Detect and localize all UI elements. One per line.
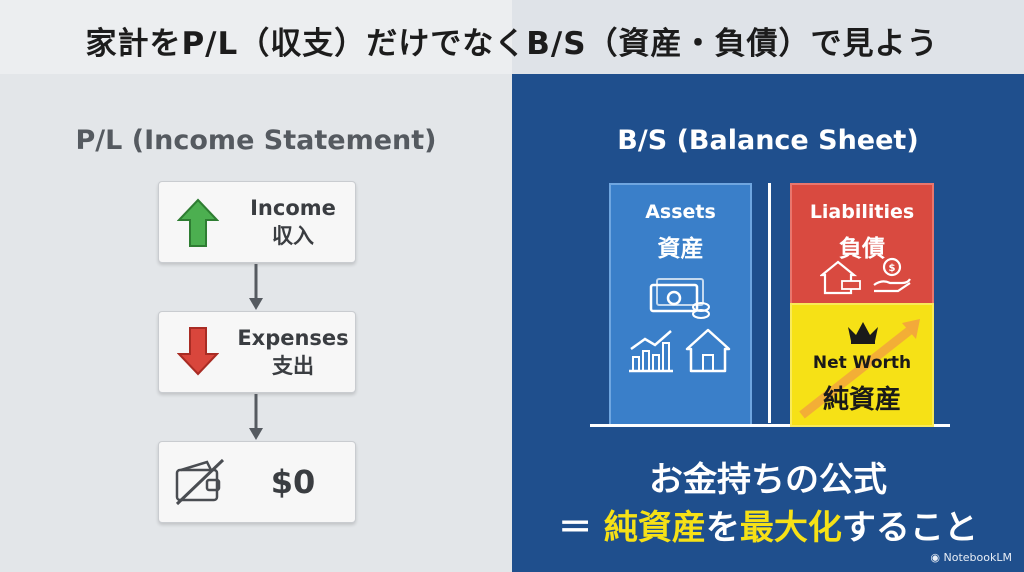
cash-icon <box>649 277 711 325</box>
crown-icon <box>846 319 880 349</box>
chart-icon <box>627 329 675 377</box>
mortgage-house-icon <box>818 259 862 299</box>
liabilities-column: Liabilities 負債 $ <box>790 183 934 305</box>
liabilities-label-en: Liabilities <box>809 201 915 223</box>
formula-particle: を <box>705 508 740 548</box>
assets-label-en: Assets <box>645 201 716 223</box>
logo-text: NotebookLM <box>943 551 1012 564</box>
flow-arrow-2 <box>249 394 263 440</box>
title-bar: 家計をP/L（収支）だけでなくB/S（資産・負債）で見よう <box>0 0 1024 74</box>
assets-label-ja: 資産 <box>657 236 704 262</box>
up-arrow-icon <box>176 198 220 252</box>
money-hand-icon: $ <box>872 255 912 299</box>
expenses-card: Expenses 支出 <box>158 311 356 393</box>
expenses-label: Expenses 支出 <box>231 324 355 380</box>
income-label-ja: 収入 <box>272 224 314 248</box>
notebooklm-logo: ◉ NotebookLM <box>930 551 1012 564</box>
formula-line-2: ＝ 純資産を最大化すること <box>512 500 1024 549</box>
formula-line-1: お金持ちの公式 <box>649 460 887 500</box>
wallet-crossed-icon <box>173 456 227 510</box>
result-card: $0 <box>158 441 356 523</box>
net-worth-label-ja: 純資産 <box>822 385 901 415</box>
formula-highlight-net-worth: 純資産 <box>603 508 706 548</box>
assets-column: Assets 資産 <box>609 183 752 427</box>
growth-arrow-icon <box>796 311 928 427</box>
svg-text:$: $ <box>889 263 896 274</box>
income-card: Income 収入 <box>158 181 356 263</box>
bs-heading: B/S (Balance Sheet) <box>617 125 919 156</box>
income-label: Income 収入 <box>231 194 355 250</box>
result-value: $0 <box>270 463 316 501</box>
income-label-en: Income <box>250 196 336 220</box>
flow-arrow-1 <box>249 264 263 310</box>
formula-prefix: ＝ <box>558 508 604 548</box>
formula-highlight-maximize: 最大化 <box>739 508 842 548</box>
house-icon <box>685 327 731 377</box>
slide-title: 家計をP/L（収支）だけでなくB/S（資産・負債）で見よう <box>85 26 939 62</box>
notebooklm-logo-icon: ◉ <box>930 551 944 564</box>
balance-baseline <box>590 424 950 427</box>
down-arrow-icon <box>176 326 220 380</box>
liabilities-label-ja: 負債 <box>839 236 885 262</box>
balance-divider <box>768 183 771 423</box>
expenses-label-en: Expenses <box>237 326 349 350</box>
formula-suffix: すること <box>841 508 978 548</box>
pl-heading: P/L (Income Statement) <box>75 125 437 156</box>
expenses-label-ja: 支出 <box>272 354 314 378</box>
net-worth-column: Net Worth 純資産 <box>790 303 934 427</box>
net-worth-label-en: Net Worth <box>812 353 912 373</box>
